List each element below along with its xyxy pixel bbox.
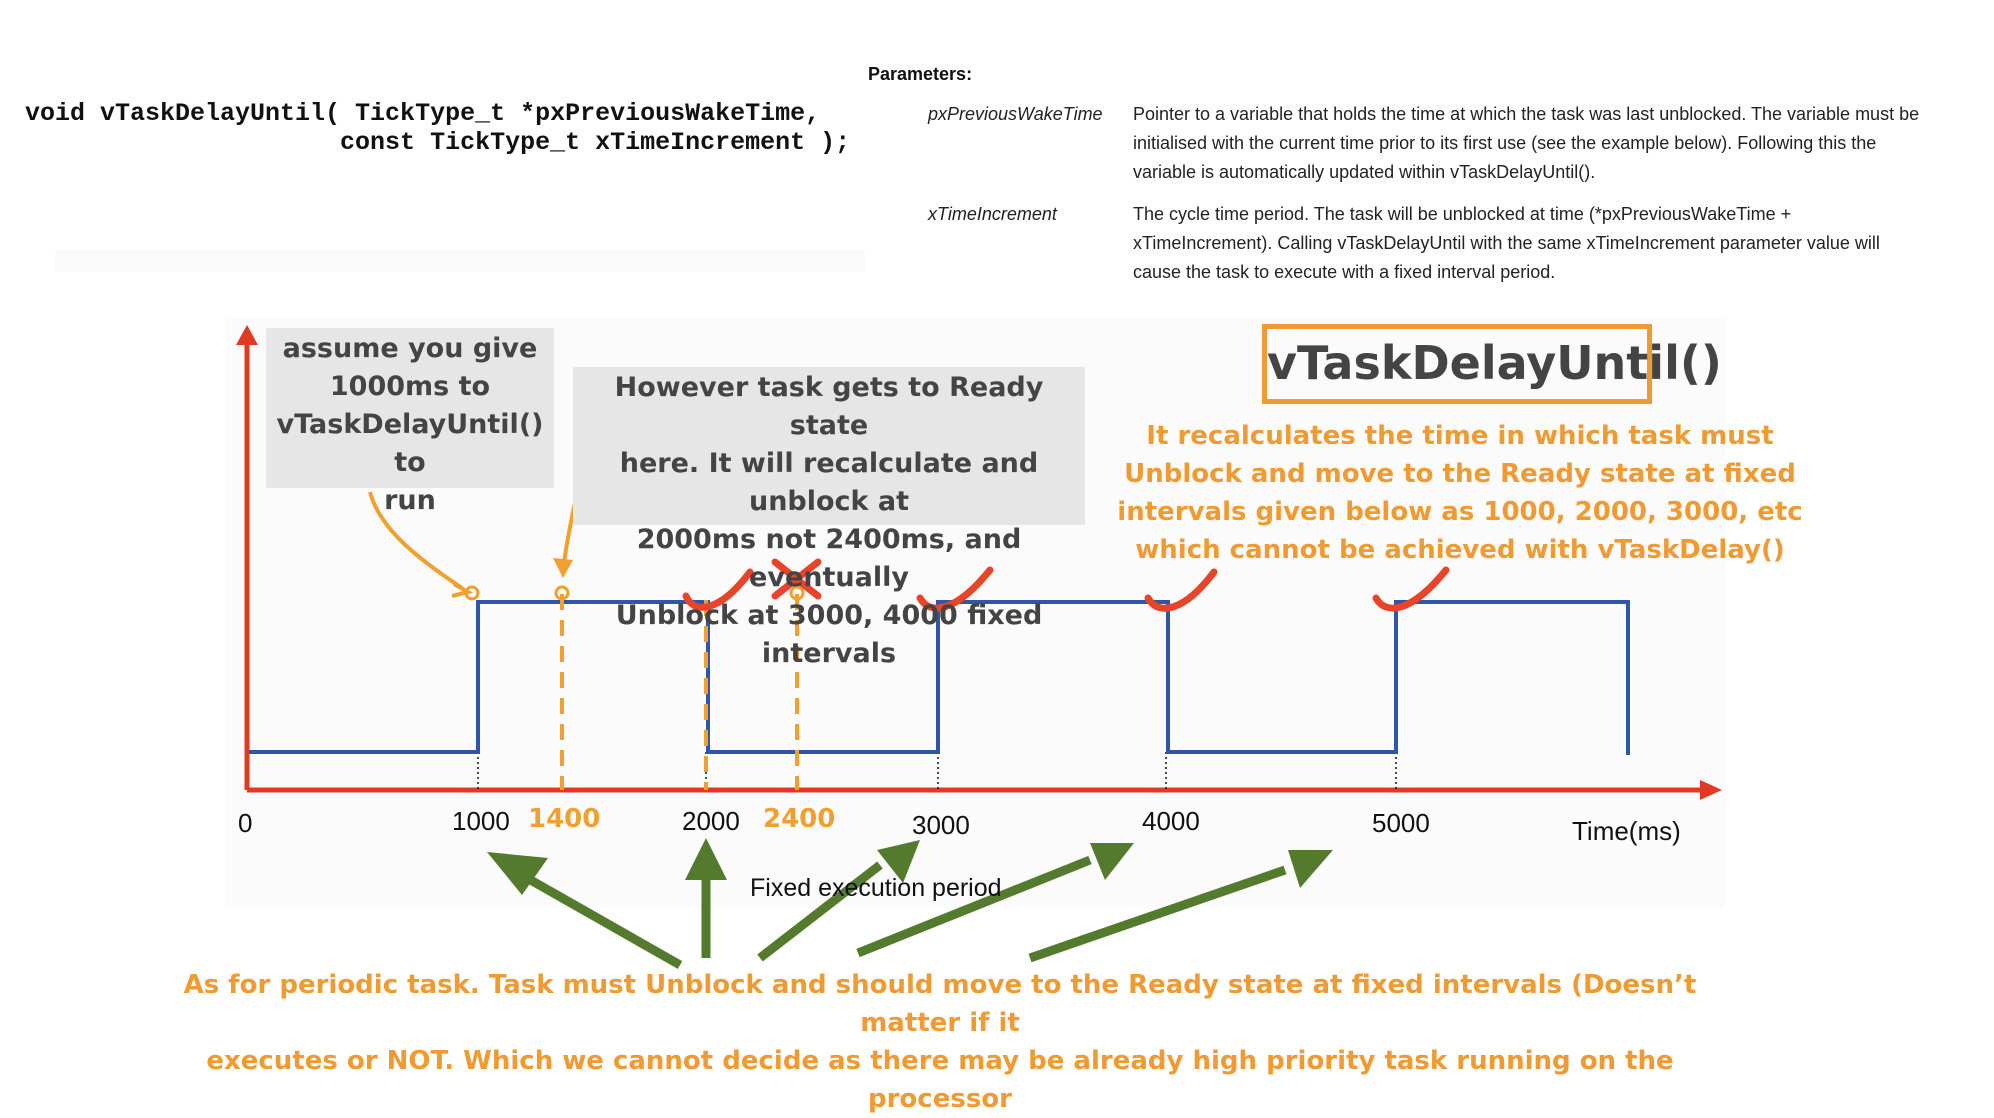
param-desc-line: The cycle time period. The task will be …	[1133, 204, 1792, 224]
tick-label-5000: 5000	[1372, 808, 1430, 838]
x-axis-arrowhead	[1700, 780, 1722, 800]
param-desc-line: Pointer to a variable that holds the tim…	[1133, 104, 1920, 124]
explanation-line: It recalculates the time in which task m…	[1146, 421, 1774, 451]
tick-label-4000: 4000	[1142, 806, 1200, 836]
check-mark-3000	[916, 566, 994, 612]
note-ready-state: However task gets to Ready state here. I…	[573, 367, 1085, 669]
point-2400	[789, 585, 805, 601]
bottom-note: As for periodic task. Task must Unblock …	[160, 966, 1720, 1118]
tick-label-3000: 3000	[912, 810, 970, 840]
function-signature-line-1: void vTaskDelayUntil( TickType_t *pxPrev…	[25, 99, 821, 128]
bottom-note-line: executes or NOT. Which we cannot decide …	[206, 1046, 1674, 1114]
note-assume-1000ms: assume you give 1000ms to vTaskDelayUnti…	[266, 328, 554, 516]
code-shadow	[55, 250, 865, 272]
green-arrow-5000	[1028, 865, 1287, 963]
green-arrowhead-1000	[487, 852, 548, 895]
note-line: 2000ms not 2400ms, and eventually	[636, 524, 1022, 593]
note-line: Unblock at 3000, 4000 fixed intervals	[615, 600, 1043, 669]
note2-arrowhead	[553, 558, 573, 578]
check-mark-2000	[682, 568, 754, 611]
tick-label-1000: 1000	[452, 806, 510, 836]
y-axis-arrowhead	[236, 325, 258, 345]
task-state-signal	[249, 600, 1630, 755]
param-desc-line: variable is automatically updated within…	[1133, 162, 1596, 182]
note-line: run	[384, 485, 436, 516]
ready-point-1400	[554, 585, 570, 601]
period-label: Fixed execution period	[750, 874, 1002, 902]
param-desc-line: xTimeIncrement). Calling vTaskDelayUntil…	[1133, 233, 1880, 253]
diagram-title: vTaskDelayUntil()	[1262, 324, 1722, 404]
parameters-heading: Parameters:	[868, 64, 973, 84]
green-arrowhead-5000	[1288, 850, 1333, 888]
explanation-line: which cannot be achieved with vTaskDelay…	[1135, 535, 1785, 565]
param-desc-time-increment: The cycle time period. The task will be …	[1133, 200, 1993, 287]
param-desc-prev-wake: Pointer to a variable that holds the tim…	[1133, 100, 1993, 187]
cross-stroke-2	[771, 558, 822, 600]
green-arrowhead-2000	[685, 838, 727, 880]
explanation-text: It recalculates the time in which task m…	[1100, 417, 1820, 569]
explanation-line: Unblock and move to the Ready state at f…	[1124, 459, 1796, 489]
tick-label-2000: 2000	[682, 806, 740, 836]
green-arrowhead-4000	[1090, 843, 1134, 880]
explanation-line: intervals given below as 1000, 2000, 300…	[1117, 497, 1803, 527]
green-arrowhead-3000	[877, 840, 920, 883]
bottom-note-line: As for periodic task. Task must Unblock …	[183, 970, 1697, 1038]
green-arrow-1000	[517, 870, 683, 969]
note-line: 1000ms to	[329, 371, 491, 402]
param-name-time-increment: xTimeIncrement	[928, 204, 1057, 224]
green-arrow-4000	[856, 855, 1092, 958]
check-marks	[682, 566, 1450, 612]
note-line: assume you give	[282, 333, 538, 364]
param-desc-line: initialised with the current time prior …	[1133, 133, 1877, 153]
tick-label-2400: 2400	[763, 804, 836, 834]
note-line: here. It will recalculate and unblock at	[619, 448, 1039, 517]
tick-guides	[477, 752, 1397, 790]
x-axis-label: Time(ms)	[1572, 816, 1681, 846]
note1-arrow	[368, 491, 464, 590]
cross-mark-2400	[771, 558, 822, 600]
tick-label-1400: 1400	[528, 804, 601, 834]
param-name-prev-wake: pxPreviousWakeTime	[928, 104, 1103, 124]
check-mark-4000	[1144, 568, 1218, 612]
note1-arrowhead	[451, 582, 474, 598]
check-mark-5000	[1372, 566, 1450, 612]
note-line: However task gets to Ready state	[614, 372, 1044, 441]
note-line: vTaskDelayUntil() to	[276, 409, 544, 478]
green-arrow-3000	[757, 861, 883, 962]
tick-label-0: 0	[238, 808, 253, 838]
green-arrows	[487, 838, 1333, 969]
param-desc-line: cause the task to execute with a fixed i…	[1133, 262, 1556, 282]
function-signature-line-2: const TickType_t xTimeIncrement );	[25, 128, 851, 157]
